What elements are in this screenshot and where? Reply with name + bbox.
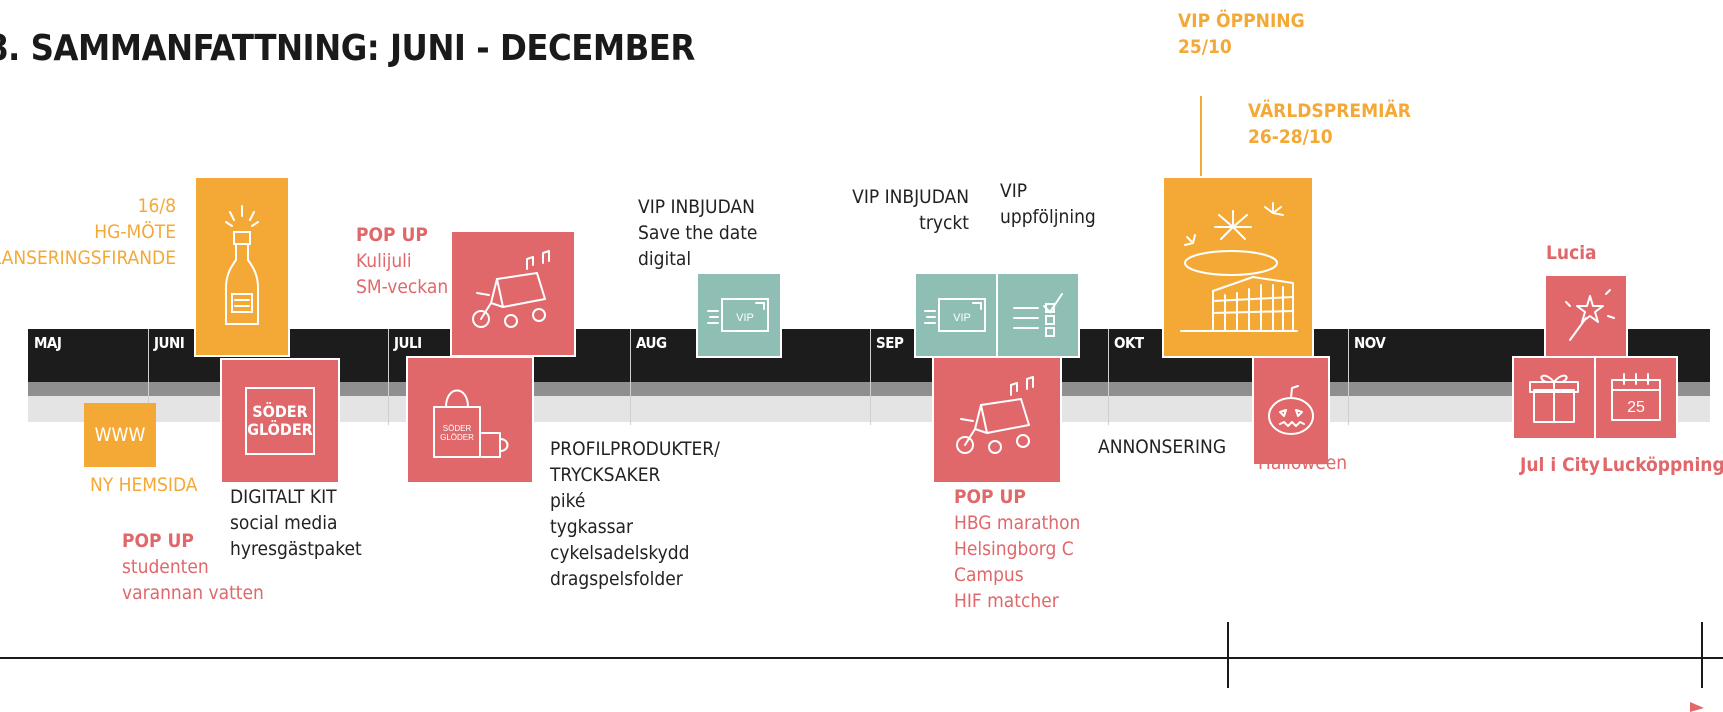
tote-bag-mug-icon: SÖDER GLÖDER [433, 389, 509, 458]
launch-card [194, 176, 290, 357]
www-caption: NY HEMSIDA [90, 474, 198, 496]
month-divider [148, 329, 149, 425]
bottom-axis [0, 657, 1723, 659]
page-title: 8. SAMMANFATTNING: JUNI - DECEMBER [0, 28, 695, 69]
luckoppning-card: 25 [1594, 356, 1678, 440]
popup-hbg-text: POP UP HBG marathon Helsingborg C Campus… [954, 486, 1081, 612]
gift-icon [1529, 374, 1579, 423]
calendar-icon: 25 [1611, 373, 1661, 421]
vip-tryckt-text: VIP INBJUDAN tryckt [852, 186, 969, 234]
jul-card [1512, 356, 1596, 440]
axis-tick [1227, 622, 1229, 688]
profil-text: PROFILPRODUKTER/ TRYCKSAKER piké tygkass… [550, 438, 720, 590]
month-label-juli: JULI [394, 334, 422, 352]
axis-tick [1701, 622, 1703, 688]
month-divider [870, 329, 871, 425]
month-divider [388, 329, 389, 425]
vip-uppfoljning-card [996, 272, 1080, 358]
vip-digital-card: VIP [696, 272, 782, 358]
fireworks-building-icon [1180, 202, 1298, 332]
month-divider [1348, 329, 1349, 425]
lucia-card [1544, 274, 1628, 358]
luckoppning-label: Lucköppning [1602, 454, 1723, 476]
soder-gloder-logo: SÖDER GLÖDER [245, 387, 315, 455]
lucia-label: Lucia [1546, 242, 1597, 264]
profil-card: SÖDER GLÖDER [406, 356, 534, 484]
vip-oppning-connector [1200, 96, 1202, 178]
popup-kulijuli-text: POP UP Kulijuli SM-veckan [356, 224, 449, 298]
vip-uppfoljning-text: VIP uppföljning [1000, 180, 1096, 228]
launch-text: 16/8 HG-MÖTE LANSERINGSFIRANDE [0, 195, 176, 269]
digital-kit-text: DIGITALT KIT social media hyresgästpaket [230, 486, 362, 560]
popup-kulijuli-card [450, 230, 576, 357]
halloween-card [1252, 356, 1330, 466]
popup-hbg-card [932, 356, 1062, 484]
checklist-icon [1013, 293, 1063, 337]
www-card: WWW [84, 403, 156, 467]
champagne-bottle-icon [225, 204, 259, 325]
svg-text:VIP: VIP [953, 312, 971, 324]
timeline-arrow [0, 702, 1704, 712]
month-label-aug: AUG [636, 334, 667, 352]
vip-digital-text: VIP INBJUDAN Save the date digital [638, 196, 758, 270]
month-label-juni: JUNI [154, 334, 185, 352]
tote-bag-logo: SÖDER [443, 424, 472, 433]
vip-oppning-text: VIP ÖPPNING 25/10 [1178, 10, 1305, 58]
varldspremiar-text: VÄRLDSPREMIÄR 26-28/10 [1248, 100, 1411, 148]
magic-wand-icon [1565, 289, 1615, 341]
pumpkin-icon [1268, 385, 1314, 435]
digital-kit-card: SÖDER GLÖDER [220, 358, 340, 484]
calendar-number: 25 [1627, 399, 1645, 416]
www-label: WWW [94, 424, 146, 446]
month-label-nov: NOV [1354, 334, 1386, 352]
tote-bag-logo-2: GLÖDER [440, 433, 474, 442]
month-label-okt: OKT [1114, 334, 1144, 352]
month-divider [630, 329, 631, 425]
vip-envelope-icon: VIP [924, 298, 986, 332]
vip-envelope-icon: VIP [707, 298, 769, 332]
vip-tryckt-card: VIP [914, 272, 998, 358]
svg-text:VIP: VIP [736, 312, 754, 324]
popup-cart-icon [472, 249, 550, 328]
annonsering-label: ANNONSERING [1098, 436, 1227, 458]
popup-studenten-text: POP UP studenten varannan vatten [122, 530, 264, 604]
month-label-maj: MAJ [34, 334, 62, 352]
month-label-sep: SEP [876, 334, 904, 352]
halloween-label: Halloween [1258, 452, 1348, 474]
varldspremiar-card [1162, 176, 1314, 358]
jul-label: Jul i City [1520, 454, 1600, 476]
month-divider [1108, 329, 1109, 425]
popup-cart-icon [956, 376, 1034, 454]
